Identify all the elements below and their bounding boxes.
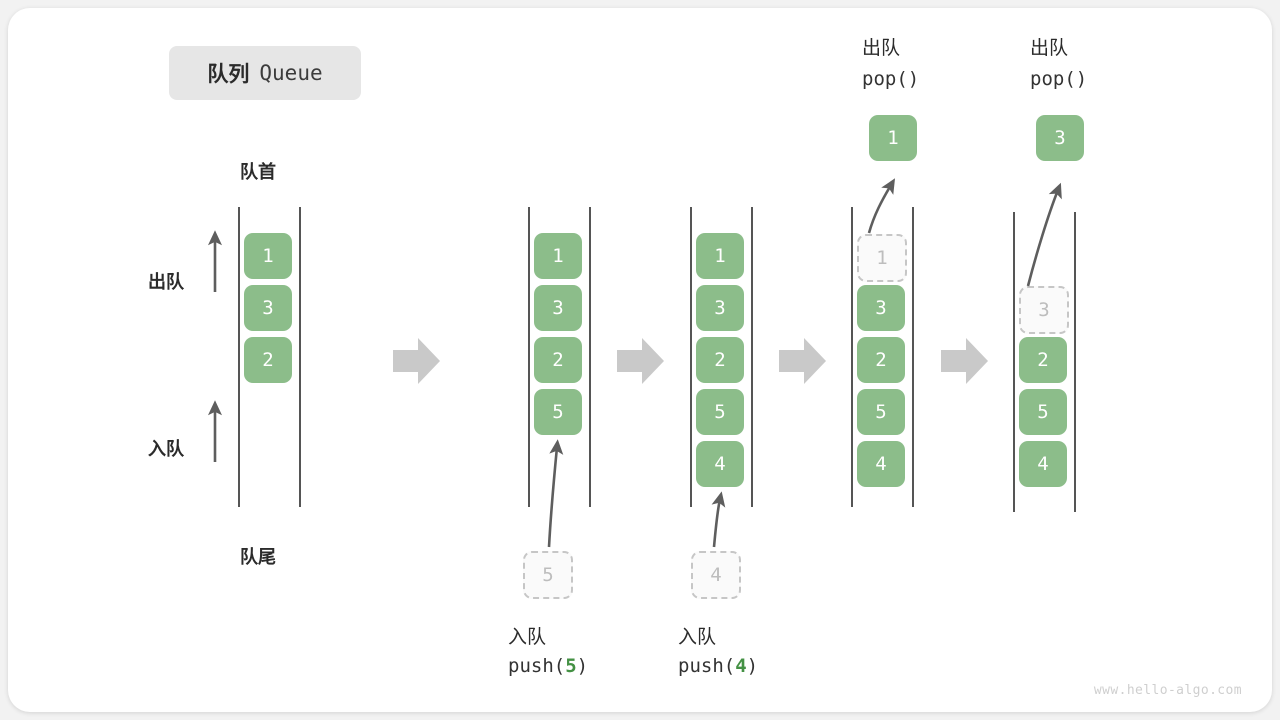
- queue-head-label: 队首: [240, 162, 276, 183]
- queue-cell: 5: [1019, 389, 1067, 435]
- dequeue-side-label: 出队: [148, 272, 184, 293]
- queue-cell: 2: [1019, 337, 1067, 383]
- queue-cell: 5: [857, 389, 905, 435]
- enqueue-op-code: push(5): [508, 655, 588, 677]
- outgoing-ghost-cell: 1: [857, 234, 907, 282]
- queue-cell: 4: [857, 441, 905, 487]
- queue-cell: 4: [1019, 441, 1067, 487]
- watermark: www.hello-algo.com: [1093, 683, 1242, 698]
- queue-cell: 2: [857, 337, 905, 383]
- queue-rail-left-col1: [238, 207, 240, 507]
- push-code-value: 5: [565, 655, 577, 677]
- queue-cell: 2: [534, 337, 582, 383]
- incoming-ghost-cell: 4: [691, 551, 741, 599]
- enqueue-op-label: 入队: [508, 626, 547, 648]
- push-code-suffix: ): [746, 655, 759, 677]
- enqueue-op-label: 入队: [678, 626, 717, 648]
- queue-cell: 3: [534, 285, 582, 331]
- queue-cell: 1: [534, 233, 582, 279]
- queue-cell-incoming: 5: [534, 389, 582, 435]
- outgoing-ghost-cell: 3: [1019, 286, 1069, 334]
- queue-cell: 5: [696, 389, 744, 435]
- diagram-card: [8, 8, 1272, 712]
- queue-cell: 1: [244, 233, 292, 279]
- queue-cell: 2: [244, 337, 292, 383]
- enqueue-op-code: push(4): [678, 655, 758, 677]
- queue-rail-right-col2: [589, 207, 591, 507]
- queue-tail-label: 队尾: [240, 547, 276, 568]
- diagram-title-en: Queue: [259, 61, 323, 85]
- enqueue-side-label: 入队: [148, 439, 184, 460]
- queue-rail-right-col1: [299, 207, 301, 507]
- push-code-prefix: push(: [678, 655, 736, 677]
- push-code-suffix: ): [576, 655, 589, 677]
- queue-cell: 3: [857, 285, 905, 331]
- popped-cell: 1: [869, 115, 917, 161]
- queue-rail-left-col4: [851, 207, 853, 507]
- dequeue-op-code: pop(): [1030, 68, 1088, 90]
- queue-rail-right-col4: [912, 207, 914, 507]
- push-code-value: 4: [735, 655, 747, 677]
- queue-rail-left-col5: [1013, 212, 1015, 512]
- popped-cell: 3: [1036, 115, 1084, 161]
- diagram-title-cn: 队列: [207, 62, 250, 86]
- queue-rail-left-col2: [528, 207, 530, 507]
- queue-cell-incoming: 4: [696, 441, 744, 487]
- incoming-ghost-cell: 5: [523, 551, 573, 599]
- dequeue-op-label: 出队: [862, 37, 901, 59]
- push-code-prefix: push(: [508, 655, 566, 677]
- queue-rail-right-col3: [751, 207, 753, 507]
- dequeue-op-code: pop(): [862, 68, 920, 90]
- queue-rail-right-col5: [1074, 212, 1076, 512]
- diagram-title-chip: 队列 Queue: [169, 46, 361, 100]
- queue-rail-left-col3: [690, 207, 692, 507]
- queue-cell: 3: [696, 285, 744, 331]
- dequeue-op-label: 出队: [1030, 37, 1069, 59]
- queue-cell: 1: [696, 233, 744, 279]
- queue-cell: 2: [696, 337, 744, 383]
- queue-cell: 3: [244, 285, 292, 331]
